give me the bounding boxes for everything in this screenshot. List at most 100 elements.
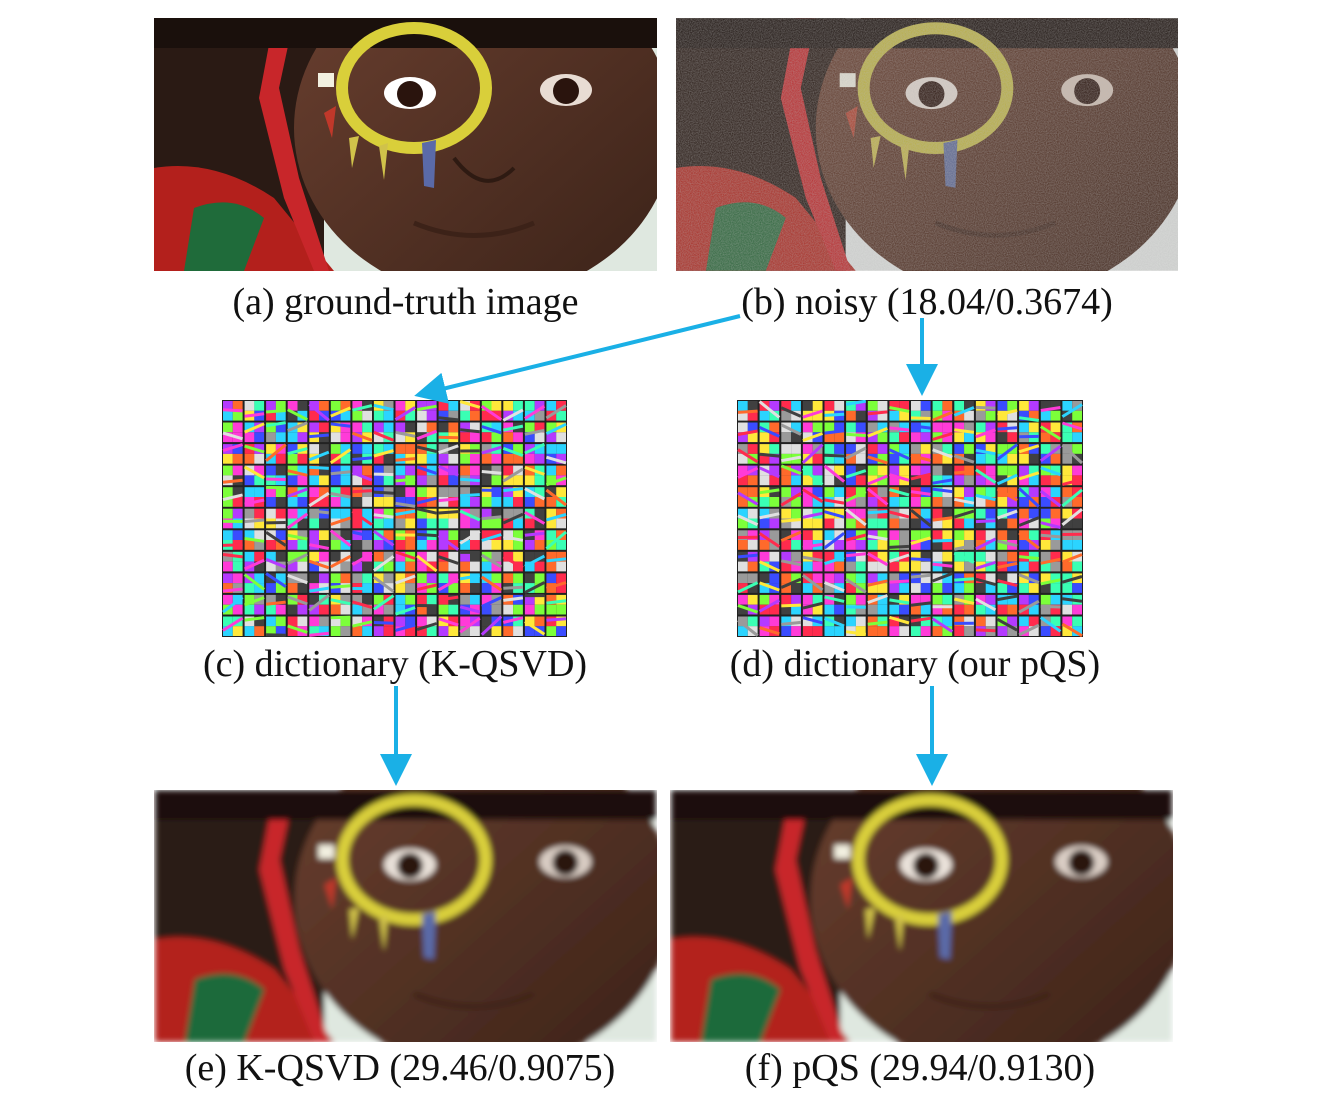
dictionary-atom — [910, 530, 932, 550]
dictionary-atom — [866, 487, 889, 507]
dictionary-atom — [1018, 401, 1040, 422]
dictionary-atom — [758, 422, 780, 443]
dictionary-atom — [975, 422, 997, 443]
dictionary-atom — [329, 529, 352, 550]
dictionary-atom — [330, 508, 351, 529]
dictionary-atom — [846, 594, 866, 615]
dictionary-atom — [243, 573, 266, 593]
dictionary-atom — [244, 422, 265, 443]
dictionary-atom — [244, 401, 265, 421]
dictionary-atom — [395, 530, 416, 550]
dictionary-atom — [480, 573, 503, 593]
dictionary-atom — [802, 594, 823, 615]
dictionary-atom — [459, 573, 481, 593]
dictionary-atom — [1039, 487, 1062, 508]
dictionary-atom — [759, 508, 780, 529]
dictionary-atom — [222, 487, 243, 507]
dictionary-atom — [1019, 422, 1039, 443]
dictionary-atom — [524, 594, 545, 615]
dictionary-atom — [932, 508, 953, 529]
dictionary-atom — [545, 487, 567, 507]
dictionary-atom — [953, 401, 975, 421]
dictionary-atom — [845, 508, 867, 529]
dictionary-atom — [351, 551, 373, 572]
dictionary-atom — [524, 401, 546, 421]
dictionary-atom — [996, 508, 1018, 529]
dictionary-atom — [1040, 551, 1061, 572]
dictionary-atom — [309, 508, 329, 529]
dictionary-pqs — [737, 400, 1083, 637]
dictionary-atom — [352, 573, 372, 593]
dictionary-atom — [308, 594, 330, 615]
dictionary-atom — [481, 465, 502, 486]
dictionary-atom — [758, 594, 781, 615]
dictionary-atom — [373, 422, 395, 443]
dictionary-atom — [395, 616, 416, 636]
dictionary-atom — [330, 422, 351, 443]
dictionary-atom — [1018, 530, 1040, 550]
dictionary-atom — [737, 616, 759, 637]
dictionary-atom — [524, 530, 545, 550]
dictionary-atom — [286, 508, 309, 530]
dictionary-atom — [351, 465, 373, 486]
dictionary-atom — [416, 401, 437, 421]
dictionary-atom — [460, 444, 480, 464]
dictionary-atom — [996, 443, 1019, 464]
dictionary-atom — [932, 444, 953, 464]
dictionary-atom — [395, 487, 416, 508]
dictionary-atom — [373, 401, 394, 421]
dictionary-atom — [975, 594, 997, 615]
dictionary-atom — [737, 594, 759, 615]
dictionary-atom — [997, 401, 1018, 421]
dictionary-atom — [545, 573, 567, 593]
dictionary-atom — [845, 487, 867, 507]
caption-b: (b) noisy (18.04/0.3674) — [741, 281, 1113, 323]
dictionary-atom — [545, 422, 567, 443]
dictionary-atom — [243, 465, 265, 486]
dictionary-atom — [932, 487, 953, 507]
dictionary-atom — [1039, 444, 1062, 464]
dictionary-atom — [437, 464, 459, 486]
dictionary-atom — [222, 594, 244, 615]
dictionary-atom — [975, 573, 996, 593]
dictionary-atom — [759, 616, 780, 636]
dictionary-atom — [910, 573, 931, 593]
dictionary-atom — [1018, 465, 1040, 486]
dictionary-atom — [265, 530, 287, 550]
dictionary-atom — [459, 400, 481, 421]
dictionary-atom — [1061, 401, 1083, 421]
dictionary-atom — [954, 616, 974, 636]
dictionary-atom — [801, 443, 824, 464]
dictionary-atom — [954, 573, 974, 593]
dictionary-atom — [889, 422, 910, 443]
dictionary-atom — [546, 616, 567, 636]
dictionary-atom — [824, 487, 845, 507]
dictionary-atom — [244, 616, 265, 636]
dictionary-atom — [953, 508, 975, 529]
dictionary-atom — [1040, 508, 1061, 529]
caption-e: (e) K-QSVD (29.46/0.9075) — [184, 1047, 616, 1089]
dictionary-atom — [889, 508, 910, 529]
dictionary-atom — [502, 551, 524, 572]
dictionary-atom — [824, 422, 845, 443]
kqsvd-denoised-image — [154, 790, 657, 1042]
dictionary-atom — [287, 573, 308, 593]
dictionary-atom — [780, 422, 802, 443]
dictionary-atom — [309, 530, 330, 550]
dictionary-atom — [932, 465, 953, 486]
dictionary-atom — [823, 616, 845, 636]
dictionary-atom — [824, 444, 845, 464]
dictionary-atom — [758, 530, 781, 550]
dictionary-atom — [867, 444, 888, 465]
dictionary-atom — [265, 594, 286, 615]
dictionary-atom — [416, 487, 437, 507]
dictionary-atom — [481, 444, 502, 464]
dictionary-atom — [330, 551, 352, 572]
dictionary-atom — [373, 508, 394, 529]
dictionary-atom — [287, 444, 308, 464]
dictionary-atom — [781, 616, 802, 636]
dictionary-atom — [910, 551, 931, 572]
arrow-b-to-c — [414, 314, 741, 404]
dictionary-atom — [910, 465, 931, 486]
dictionary-atom — [437, 573, 459, 593]
